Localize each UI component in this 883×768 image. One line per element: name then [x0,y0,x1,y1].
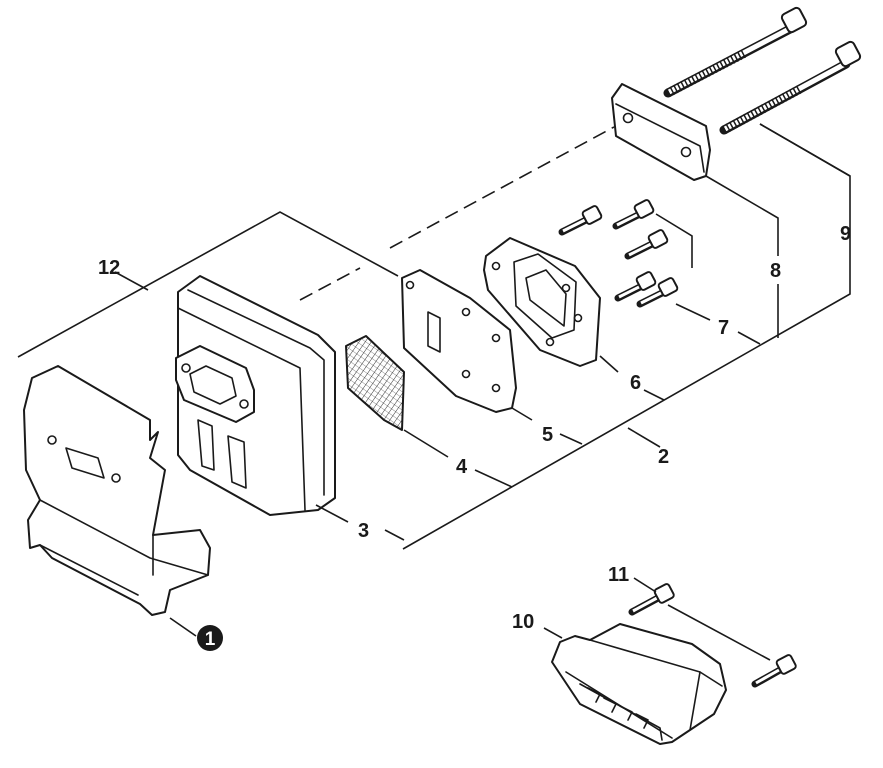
screw-7c [624,229,669,260]
short-screws [558,199,679,308]
callout-10-label: 10 [512,611,534,633]
callout-12-label: 12 [98,257,120,279]
cover-screws [628,583,797,688]
screw-7b [612,199,655,230]
screw-7e [636,277,679,308]
callout-5-label: 5 [542,424,553,446]
muffler-cover [551,623,727,745]
callout-1-label: 1 [205,629,216,650]
long-bolt-upper [663,6,808,98]
spark-screen [345,335,405,431]
callout-9-label: 9 [840,223,851,245]
callout-1-badge [197,625,223,651]
callout-8-label: 8 [770,260,781,282]
leader-lines [169,123,851,639]
muffler-body [175,275,336,516]
callout-11-label: 11 [608,564,629,586]
callout-1: 1 [197,625,223,651]
cover-screw-lower [751,654,797,688]
mounting-plate [611,83,711,181]
callout-7-label: 7 [718,317,729,339]
long-bolt-lower [719,40,862,135]
gasket-plate [401,269,517,413]
callout-3-label: 3 [358,520,369,542]
long-bolts [663,6,862,135]
screw-7d [614,271,657,302]
assembly-bracket-12 [17,211,399,358]
callout-4-label: 4 [456,456,468,478]
screw-7a [558,205,603,236]
exhaust-gasket [483,237,601,367]
callout-2-label: 2 [658,446,669,468]
cover-screw-upper [628,583,675,616]
alignment-lines [299,126,615,301]
callout-6-label: 6 [630,372,641,394]
heat-shield-plate [23,365,211,616]
